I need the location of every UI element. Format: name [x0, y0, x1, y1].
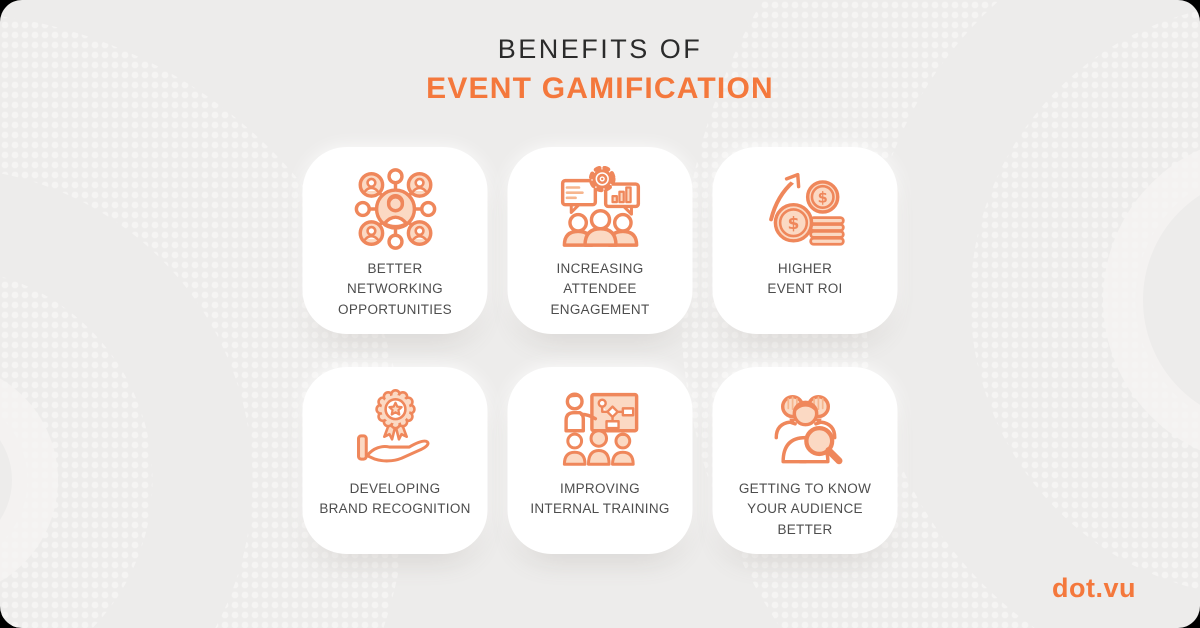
- page-title: BENEFITS OF EVENT GAMIFICATION: [0, 34, 1200, 106]
- title-line-2: EVENT GAMIFICATION: [426, 72, 774, 105]
- card-label: GETTING TO KNOW YOUR AUDIENCE BETTER: [738, 481, 872, 537]
- card-label: IMPROVING INTERNAL TRAINING: [530, 481, 670, 517]
- svg-text:$: $: [817, 190, 827, 207]
- card-better-networking: BETTER NETWORKING OPPORTUNITIES: [302, 147, 488, 334]
- card-label: DEVELOPING BRAND RECOGNITION: [319, 481, 471, 517]
- engagement-icon: [557, 165, 643, 253]
- svg-text:$: $: [787, 214, 799, 234]
- brand-recognition-icon: [352, 385, 438, 473]
- card-internal-training: IMPROVING INTERNAL TRAINING: [507, 367, 693, 554]
- card-label: HIGHER EVENT ROI: [767, 261, 843, 297]
- dotvu-logo: dot.vu: [1052, 573, 1136, 603]
- networking-icon: [352, 165, 438, 253]
- roi-icon: $ $: [762, 165, 848, 253]
- card-know-audience: GETTING TO KNOW YOUR AUDIENCE BETTER: [712, 367, 898, 554]
- card-label: BETTER NETWORKING OPPORTUNITIES: [338, 261, 452, 317]
- benefits-grid: BETTER NETWORKING OPPORTUNITIES: [302, 147, 898, 554]
- audience-icon: [762, 385, 848, 473]
- training-icon: [557, 385, 643, 473]
- card-label: INCREASING ATTENDEE ENGAGEMENT: [550, 261, 650, 317]
- card-attendee-engagement: INCREASING ATTENDEE ENGAGEMENT: [507, 147, 693, 334]
- card-brand-recognition: DEVELOPING BRAND RECOGNITION: [302, 367, 488, 554]
- title-line-1: BENEFITS OF: [497, 34, 703, 64]
- card-higher-roi: $ $ HIGHER EVENT ROI: [712, 147, 898, 334]
